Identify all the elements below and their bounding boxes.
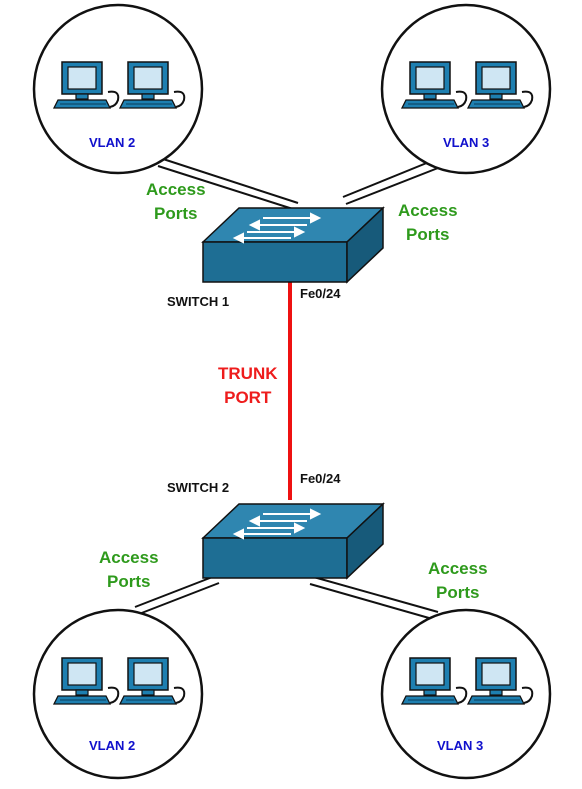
vlan-label-top-left: VLAN 2: [89, 135, 136, 150]
switch-2-port-label: Fe0/24: [300, 471, 341, 486]
switch-1-label: SWITCH 1: [167, 294, 230, 309]
trunk-port-label: TRUNK PORT: [218, 362, 278, 410]
access-ports-label: Access Ports: [146, 178, 206, 226]
access-ports-label: Access Ports: [428, 557, 488, 605]
trunk-label-line1: TRUNK: [218, 364, 278, 383]
vlan-label-top-right: VLAN 3: [443, 135, 490, 150]
access-label-line1: Access: [99, 548, 159, 567]
access-link-bottom-left: [134, 575, 220, 615]
access-ports-label: Access Ports: [99, 546, 159, 594]
switch-2-icon: [202, 503, 384, 579]
trunk-label-line2: PORT: [224, 388, 272, 407]
switch-1-port-label: Fe0/24: [300, 286, 341, 301]
access-label-line2: Ports: [406, 225, 450, 244]
access-label-line2: Ports: [436, 583, 480, 602]
access-link-top-left: [157, 157, 299, 211]
access-label-line2: Ports: [107, 572, 151, 591]
access-label-line2: Ports: [154, 204, 198, 223]
access-link-bottom-right: [309, 575, 439, 621]
vlan-circle-top-left: [32, 3, 204, 175]
access-ports-label: Access Ports: [398, 199, 458, 247]
switch-1-icon: [202, 207, 384, 283]
access-link-top-right: [342, 159, 439, 205]
vlan-circle-top-right: [380, 3, 552, 175]
access-label-line1: Access: [428, 559, 488, 578]
vlan-label-bottom-left: VLAN 2: [89, 738, 136, 753]
access-label-line1: Access: [398, 201, 458, 220]
access-label-line1: Access: [146, 180, 206, 199]
switch-2-label: SWITCH 2: [167, 480, 230, 495]
vlan-label-bottom-right: VLAN 3: [437, 738, 484, 753]
